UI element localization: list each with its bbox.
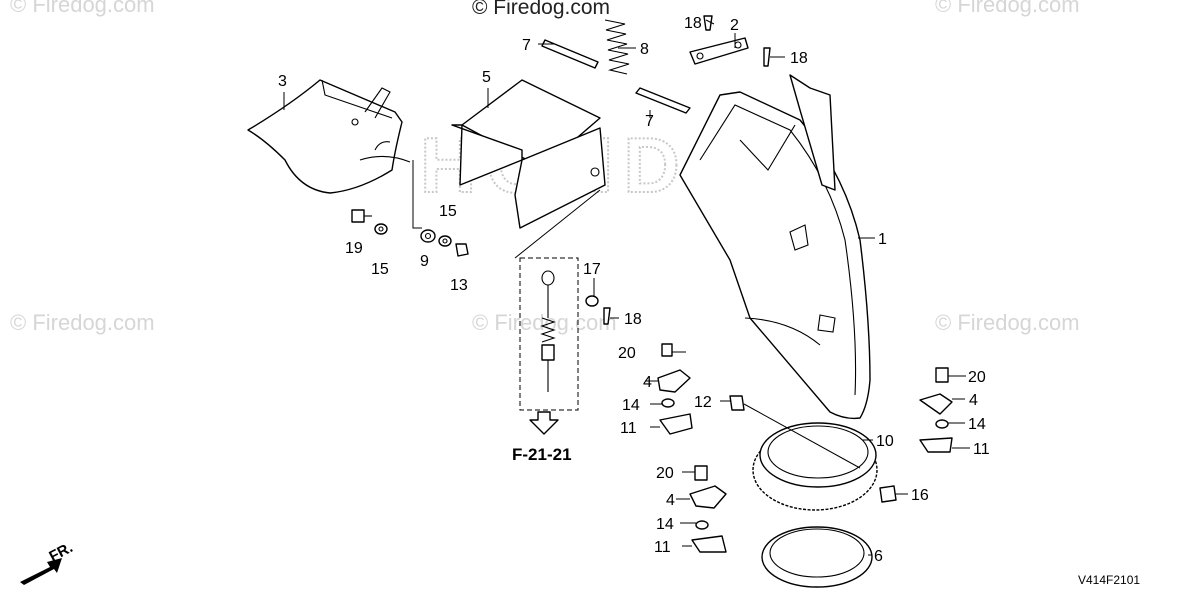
callout-14-a: 14 (622, 397, 640, 414)
callout-4-a: 4 (643, 374, 652, 391)
watermark-top-right: © Firedog.com (935, 0, 1080, 17)
callout-15-a: 15 (371, 261, 389, 278)
callout-18-b: 18 (790, 50, 808, 67)
callout-9: 9 (420, 253, 429, 270)
callout-18-c: 18 (624, 311, 642, 328)
watermark-mid-right: © Firedog.com (935, 310, 1080, 335)
callout-3: 3 (278, 73, 287, 90)
callout-8: 8 (640, 41, 649, 58)
callout-7-a: 7 (522, 37, 531, 54)
watermark-mid-center: © Firedog.com (472, 310, 617, 335)
callout-5: 5 (482, 69, 491, 86)
part-8-spring (604, 19, 630, 75)
callout-15-b: 15 (439, 203, 457, 220)
callout-11-b: 11 (973, 441, 990, 458)
part-7-plate-b (635, 87, 691, 114)
front-direction-arrow (20, 558, 62, 585)
callout-14-b: 14 (968, 416, 986, 433)
reference-label: F-21-21 (512, 445, 572, 464)
callout-4-b: 4 (969, 392, 978, 409)
part-5-deflector (451, 79, 606, 229)
watermark-top-center: © Firedog.com (472, 0, 610, 19)
callout-2: 2 (730, 17, 739, 34)
leader-lines (283, 19, 970, 556)
callout-7-b: 7 (645, 113, 654, 130)
watermark-mid-left: © Firedog.com (10, 310, 155, 335)
right-hardware (585, 295, 953, 553)
callout-10: 10 (876, 433, 894, 450)
part-10-gear-ring (752, 422, 878, 511)
callout-19: 19 (345, 240, 363, 257)
callout-11-a: 11 (620, 420, 637, 437)
callout-11-c: 11 (654, 539, 671, 556)
callout-4-c: 4 (666, 492, 675, 509)
callout-20-c: 20 (656, 465, 674, 482)
watermark-top-left: © Firedog.com (10, 0, 155, 17)
callout-labels: 1 2 3 4 4 4 5 6 7 7 8 9 10 11 11 11 12 1… (278, 15, 990, 565)
cable-assembly (514, 189, 601, 435)
part-3-deflector (247, 79, 411, 194)
part-6-ring (761, 526, 873, 588)
part-1-chute (679, 74, 871, 420)
callout-6: 6 (874, 548, 883, 565)
diagram-code: V414F2101 (1078, 573, 1140, 587)
callout-12: 12 (694, 394, 712, 411)
callout-20-b: 20 (968, 369, 986, 386)
callout-18-a: 18 (684, 15, 702, 32)
callout-14-c: 14 (656, 516, 674, 533)
callout-1: 1 (878, 231, 887, 248)
callout-17: 17 (583, 261, 601, 278)
callout-16: 16 (911, 487, 929, 504)
part-18-pins (603, 15, 771, 325)
callout-13: 13 (450, 277, 468, 294)
callout-20-a: 20 (618, 345, 636, 362)
part-2-plate (689, 37, 749, 65)
left-hardware (351, 209, 469, 257)
